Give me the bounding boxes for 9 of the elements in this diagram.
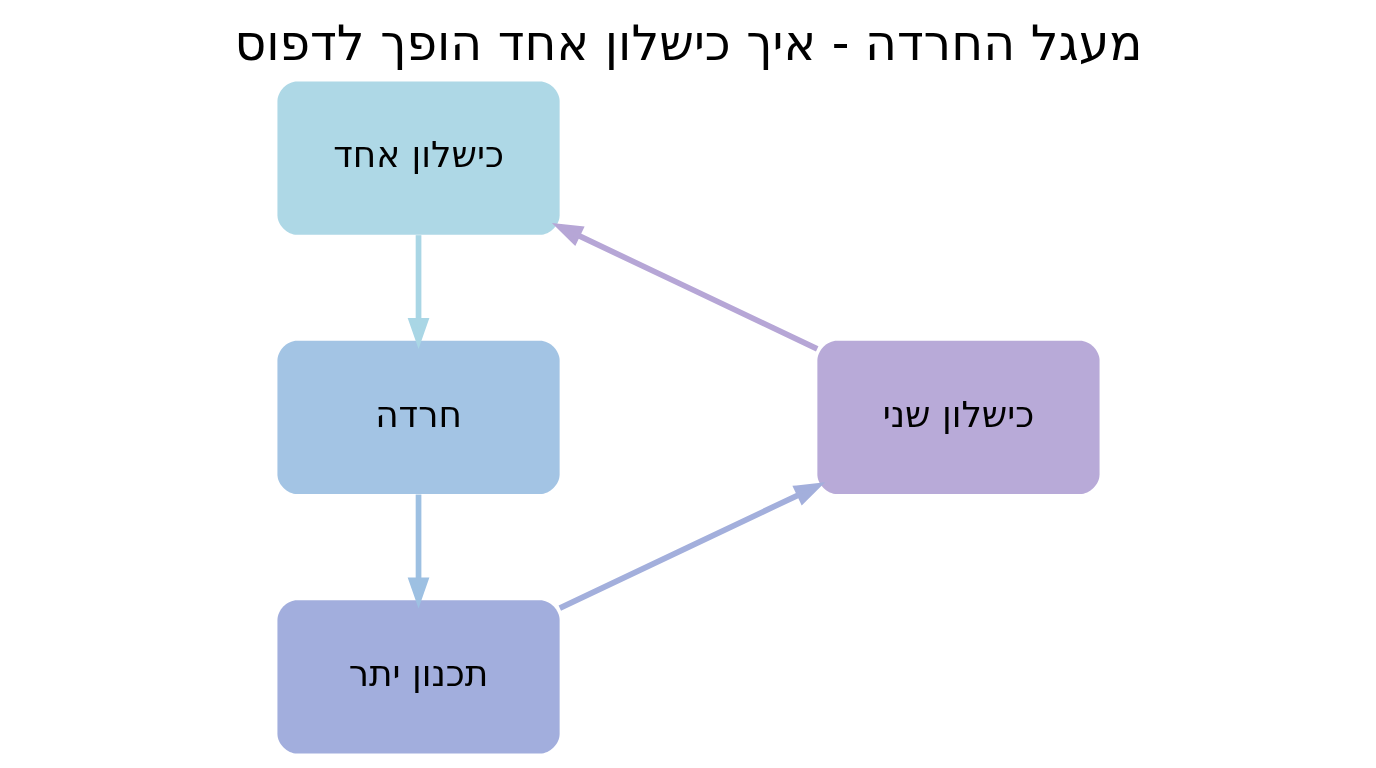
arrow (407, 494, 429, 609)
node-box: כישלון שני (816, 340, 1100, 495)
node-box: חרדה (276, 340, 560, 495)
arrow (407, 235, 429, 350)
node-box: כישלון אחד (276, 81, 560, 235)
arrow (551, 222, 818, 352)
diagram-title: מעגל החרדה - איך כישלון אחד הופך לדפוס (233, 15, 1143, 73)
node-box: תכנון יתר (276, 600, 560, 754)
arrow (558, 482, 825, 611)
